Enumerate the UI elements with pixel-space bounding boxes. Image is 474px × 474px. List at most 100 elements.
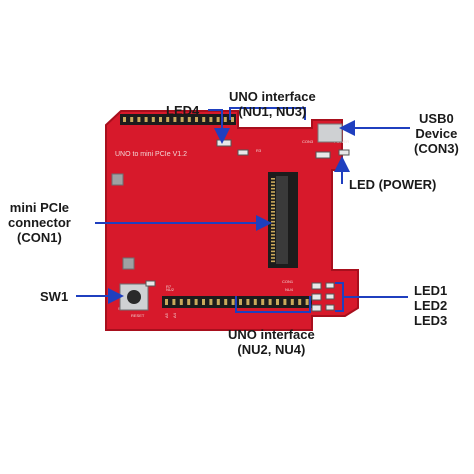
usb0-connector <box>317 123 343 143</box>
pcie-pin <box>271 214 275 216</box>
bracket-led1-3 <box>335 282 408 312</box>
header-pin <box>268 299 272 305</box>
sw1-button[interactable] <box>127 290 141 304</box>
header-pin <box>202 299 205 305</box>
pcie-pin <box>271 260 275 263</box>
pcie-pin <box>271 217 275 220</box>
pcie-pin <box>271 227 275 230</box>
header-pin <box>231 299 235 305</box>
pcie-pin <box>271 237 275 239</box>
callout-led4: LED4 <box>166 103 200 118</box>
pcie-pin <box>271 250 275 253</box>
silkscreen-reset: RESET <box>131 313 145 318</box>
resistor-r3 <box>237 149 249 156</box>
silkscreen-title: UNO to mini PCIe V1.2 <box>115 151 187 158</box>
resistor-small <box>325 293 335 300</box>
header-pin <box>172 299 176 305</box>
led-small <box>145 280 156 287</box>
mini-pcie-slot <box>276 176 288 264</box>
svg-text:A5: A5 <box>164 312 169 318</box>
svg-text:A4: A4 <box>172 312 177 318</box>
callout-led-power: LED (POWER) <box>349 177 437 192</box>
header-pin <box>187 299 191 305</box>
header-pin <box>231 117 234 122</box>
silkscreen-r3: R3 <box>256 148 262 153</box>
smd-part <box>338 149 350 156</box>
header-nu1-nu3 <box>120 114 236 125</box>
test-pad <box>122 257 135 270</box>
header-pin <box>151 117 155 122</box>
header-pin <box>173 117 177 122</box>
header-pin <box>144 117 148 122</box>
header-pin <box>209 117 213 122</box>
pcb-board <box>105 110 359 331</box>
header-pin <box>246 299 250 305</box>
bracket-uno-bottom <box>235 296 311 313</box>
pcie-pin <box>271 194 275 197</box>
led4-component <box>216 139 232 147</box>
header-pin <box>166 117 170 122</box>
header-pin <box>276 299 279 305</box>
arrow-led4 <box>208 109 230 144</box>
header-pin <box>123 117 126 122</box>
bracket-uno-top <box>229 107 306 120</box>
led3-component <box>311 304 322 312</box>
header-pin <box>180 117 184 122</box>
pcie-pin <box>271 211 275 213</box>
header-pin <box>202 117 206 122</box>
led2-component <box>311 293 322 301</box>
header-pin <box>194 299 198 305</box>
pcie-pin <box>271 178 275 180</box>
callout-uno-interface-top: UNO interface (NU1, NU3) <box>229 89 316 119</box>
header-pin <box>223 117 227 122</box>
header-pin <box>137 117 141 122</box>
header-pin <box>290 299 294 305</box>
pcie-pin <box>271 240 275 243</box>
pcie-pin <box>271 224 275 226</box>
pcie-pin <box>271 181 275 183</box>
pcie-pin <box>271 184 275 187</box>
led1-component <box>311 282 322 290</box>
header-pin <box>159 117 162 122</box>
test-pad <box>111 173 124 186</box>
silkscreen-con1: CON1 <box>282 279 294 284</box>
header-pin <box>130 117 134 122</box>
header-pin <box>261 299 265 305</box>
silkscreen-nu4: NU4 <box>285 287 294 292</box>
callout-usb0-device: USB0 Device (CON3) <box>414 111 459 156</box>
pcie-pin <box>271 207 275 210</box>
header-pin <box>216 117 220 122</box>
header-pin <box>179 299 183 305</box>
pcie-pin <box>271 253 275 256</box>
header-pin <box>298 299 302 305</box>
pcie-pin <box>271 230 275 233</box>
pcie-pin <box>271 191 275 193</box>
header-pin <box>283 299 287 305</box>
pcie-pin <box>271 197 275 200</box>
pcie-pin <box>271 234 275 236</box>
callout-mini-pcie: mini PCIe connector (CON1) <box>8 200 71 245</box>
callout-sw1: SW1 <box>40 289 69 304</box>
callout-uno-interface-bottom: UNO interface (NU2, NU4) <box>228 327 315 357</box>
header-pin <box>216 299 220 305</box>
pcie-pin <box>271 257 275 259</box>
header-pin <box>195 117 198 122</box>
header-pin <box>224 299 228 305</box>
header-pin <box>209 299 213 305</box>
pcie-pin <box>271 247 275 249</box>
header-pin <box>253 299 257 305</box>
callout-led1-led3: LED1 LED2 LED3 <box>414 283 448 328</box>
header-pin <box>165 299 168 305</box>
silkscreen-con3: CON3 <box>302 139 314 144</box>
pcie-pin <box>271 220 275 223</box>
silkscreen-r7: R7 <box>166 284 172 289</box>
pcie-pin <box>271 187 275 190</box>
pcie-pin <box>271 201 275 203</box>
pcie-pin <box>271 244 275 246</box>
header-pin <box>239 299 242 305</box>
led-power-component <box>315 151 331 159</box>
header-pin <box>187 117 191 122</box>
resistor-small <box>325 282 335 289</box>
resistor-small <box>325 304 335 311</box>
